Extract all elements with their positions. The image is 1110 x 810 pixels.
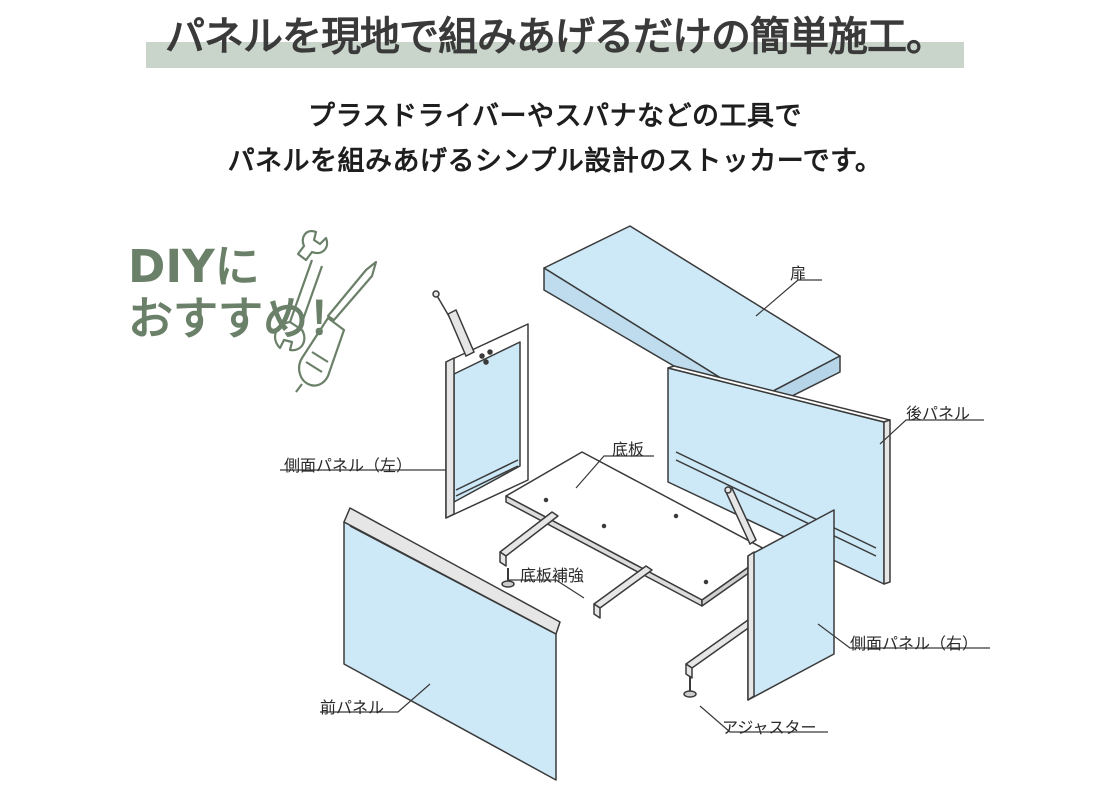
bottom-reinforcement [499, 511, 755, 679]
front-panel [343, 507, 561, 781]
side-panel-right [747, 509, 835, 701]
label-side-panel-right: 側面パネル（右） [850, 634, 979, 653]
label-door: 扉 [790, 264, 807, 283]
screwdriver-icon [295, 260, 378, 393]
adjuster-left [501, 568, 515, 588]
side-panel-left [445, 323, 529, 519]
gas-spring-right [724, 486, 757, 546]
label-side-panel-left: 側面パネル（左） [284, 456, 413, 475]
label-adjuster: アジャスター [722, 718, 817, 737]
label-front-panel: 前パネル [320, 698, 385, 717]
page-headline: パネルを現地で組みあげるだけの簡単施工。 [165, 14, 946, 60]
intro-line-2: パネルを組みあげるシンプル設計のストッカーです。 [227, 146, 883, 177]
wrench-icon [273, 230, 329, 352]
label-bottom-board: 底板 [612, 440, 645, 459]
label-bottom-reinforcement: 底板補強 [520, 566, 585, 585]
adjuster-right [683, 676, 697, 698]
diy-badge-line-2: おすすめ！ [128, 292, 354, 345]
gas-spring-left [432, 290, 475, 358]
leader-lines [280, 279, 990, 733]
intro-line-1: プラスドライバーやスパナなどの工具で [308, 101, 802, 132]
label-back-panel: 後パネル [906, 404, 971, 423]
headline-highlight [146, 42, 964, 68]
diy-badge-line-1: DIYに [128, 240, 260, 293]
